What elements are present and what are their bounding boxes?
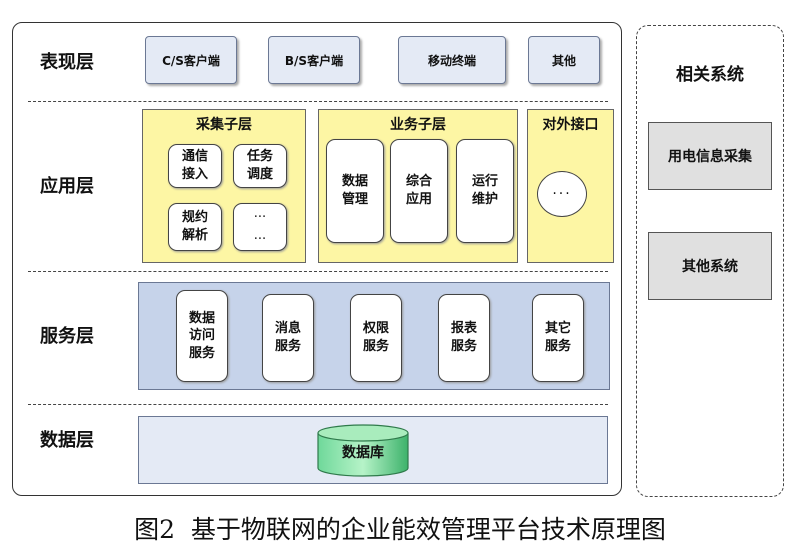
related-systems-title: 相关系统: [676, 65, 744, 85]
database-label: 数据库: [342, 445, 384, 461]
service-report: 报表 服务: [438, 294, 490, 382]
architecture-frame: [12, 22, 622, 496]
external-ellipsis: ···: [537, 171, 587, 217]
separator-application: [28, 271, 608, 272]
service-data-access: 数据 访问 服务: [176, 290, 228, 382]
separator-presentation: [28, 101, 608, 102]
related-item-electricity: 用电信息采集: [648, 122, 772, 190]
related-item-other: 其他系统: [648, 232, 772, 300]
service-permission: 权限 服务: [350, 294, 402, 382]
business-item-integrated: 综合 应用: [390, 139, 448, 243]
collection-item-task: 任务 调度: [233, 144, 287, 188]
client-other: 其他: [528, 36, 600, 84]
business-item-data-mgmt: 数据 管理: [326, 139, 384, 243]
collection-title: 采集子层: [196, 117, 252, 133]
layer-label-application: 应用层: [40, 176, 94, 197]
related-systems-frame: [636, 25, 784, 497]
layer-label-data: 数据层: [40, 430, 94, 451]
service-other: 其它 服务: [532, 294, 584, 382]
external-title: 对外接口: [542, 117, 599, 133]
business-title: 业务子层: [390, 117, 446, 133]
collection-item-more: ··· ...: [233, 203, 287, 251]
database-cylinder: [317, 424, 409, 477]
collection-item-protocol: 规约 解析: [168, 203, 222, 251]
client-bs: B/S客户端: [268, 36, 360, 84]
separator-service: [28, 404, 608, 405]
figure-caption: 图2 基于物联网的企业能效管理平台技术原理图: [134, 515, 666, 544]
collection-item-comm: 通信 接入: [168, 144, 222, 188]
service-message: 消息 服务: [262, 294, 314, 382]
client-mobile: 移动终端: [398, 36, 506, 84]
layer-label-presentation: 表现层: [40, 52, 94, 73]
client-cs: C/S客户端: [145, 36, 237, 84]
business-item-operation: 运行 维护: [456, 139, 514, 243]
layer-label-service: 服务层: [40, 326, 94, 347]
